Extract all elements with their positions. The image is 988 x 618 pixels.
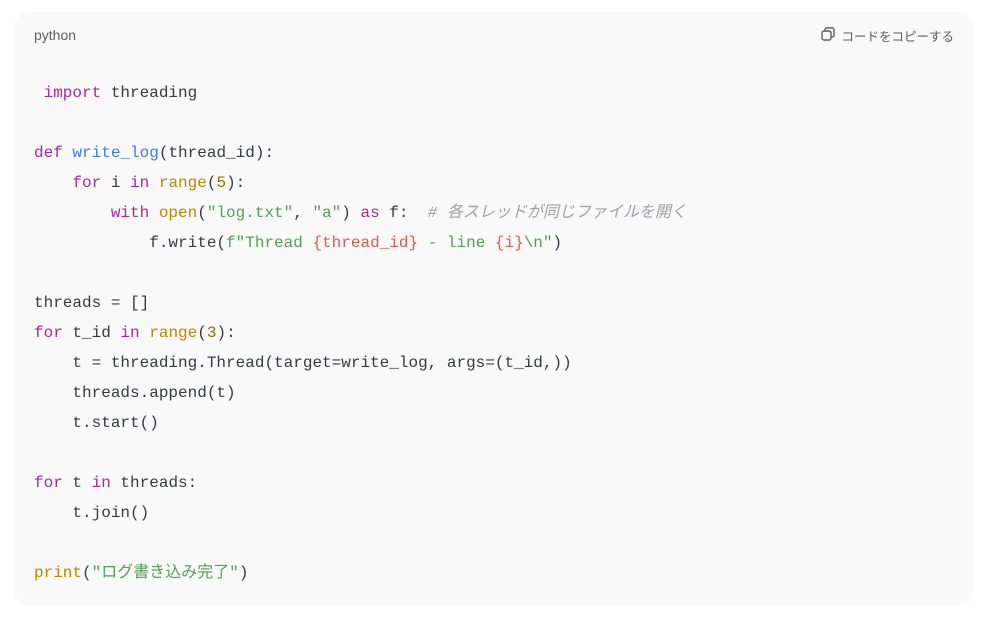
token-keyword: in (91, 474, 111, 492)
token-code-text: ) (341, 204, 361, 222)
token-code-text: f.write( (34, 234, 227, 252)
copy-label: コードをコピーする (841, 29, 954, 44)
token-code-text: ): (216, 324, 236, 342)
token-string: "log.txt" (206, 204, 294, 222)
token-number: 5 (216, 174, 227, 192)
code-line: t = threading.Thread(target=write_log, a… (34, 348, 687, 378)
code-line: for i in range(5): (34, 168, 687, 198)
token-builtin: range (158, 174, 207, 192)
token-keyword: for (72, 174, 102, 192)
code-line (34, 438, 687, 468)
code-line (34, 528, 687, 558)
token-code-text: t.join() (34, 504, 150, 522)
token-code-text: threading (101, 84, 198, 102)
token-code-text: t_id (62, 324, 121, 342)
token-keyword: in (120, 324, 140, 342)
token-string: "a" (312, 204, 342, 222)
code-line (34, 108, 687, 138)
token-keyword: as (360, 204, 380, 222)
token-string: f"Thread (226, 234, 313, 252)
token-code-text: (thread_id): (158, 144, 275, 162)
token-code-text (149, 174, 159, 192)
token-code-text (149, 204, 159, 222)
code-line: f.write(f"Thread {thread_id} - line {i}\… (34, 228, 687, 258)
token-interpolation: {i} (494, 234, 524, 252)
copy-icon (820, 26, 836, 45)
code-line: def write_log(thread_id): (34, 138, 687, 168)
code-line: for t in threads: (34, 468, 687, 498)
token-code-text: ( (206, 174, 217, 192)
token-code-text: , (293, 204, 313, 222)
token-code-text: t (62, 474, 92, 492)
token-builtin: range (149, 324, 198, 342)
token-code-text: f: (379, 204, 428, 222)
token-code-text: threads: (110, 474, 198, 492)
token-builtin: open (158, 204, 198, 222)
token-comment: # 各スレッドが同じファイルを開く (427, 204, 687, 222)
token-function-name: write_log (72, 144, 159, 162)
token-interpolation: {thread_id} (312, 234, 419, 252)
code-line: threads = [] (34, 288, 687, 318)
token-string: - line (418, 234, 495, 252)
token-code-text: ( (197, 204, 207, 222)
token-code-text (34, 204, 111, 222)
code-line (34, 258, 687, 288)
code-line: print("ログ書き込み完了") (34, 558, 687, 588)
code-line: threads.append(t) (34, 378, 687, 408)
token-keyword: for (34, 324, 63, 342)
token-code-text: ( (82, 564, 92, 582)
token-code-text: ): (226, 174, 246, 192)
token-code-text: ) (238, 564, 249, 582)
token-code-text (63, 144, 73, 162)
code-content: import threading def write_log(thread_id)… (34, 78, 687, 588)
token-builtin: print (34, 564, 83, 582)
token-code-text: ) (552, 234, 563, 252)
token-keyword: in (130, 174, 150, 192)
code-line: import threading (34, 78, 687, 108)
token-keyword: def (34, 144, 63, 162)
token-code-text: t.start() (34, 414, 159, 432)
token-code-text (140, 324, 150, 342)
token-code-text: ( (197, 324, 207, 342)
code-block: python コードをコピーする import threading def wri… (14, 12, 974, 606)
token-string: "ログ書き込み完了" (91, 564, 239, 582)
token-code-text: i (101, 174, 131, 192)
code-line: for t_id in range(3): (34, 318, 687, 348)
copy-code-button[interactable]: コードをコピーする (820, 26, 954, 45)
token-code-text: threads = [] (34, 294, 150, 312)
token-keyword: with (110, 204, 150, 222)
token-code-text (34, 174, 72, 192)
code-line: t.start() (34, 408, 687, 438)
token-string: \n" (523, 234, 553, 252)
token-keyword: import (34, 84, 102, 102)
token-keyword: for (34, 474, 63, 492)
code-line: with open("log.txt", "a") as f: # 各スレッドが… (34, 198, 687, 228)
token-number: 3 (206, 324, 217, 342)
token-code-text: threads.append(t) (34, 384, 236, 402)
code-line: t.join() (34, 498, 687, 528)
token-code-text: t = threading.Thread(target=write_log, a… (34, 354, 572, 372)
language-label: python (34, 27, 77, 43)
